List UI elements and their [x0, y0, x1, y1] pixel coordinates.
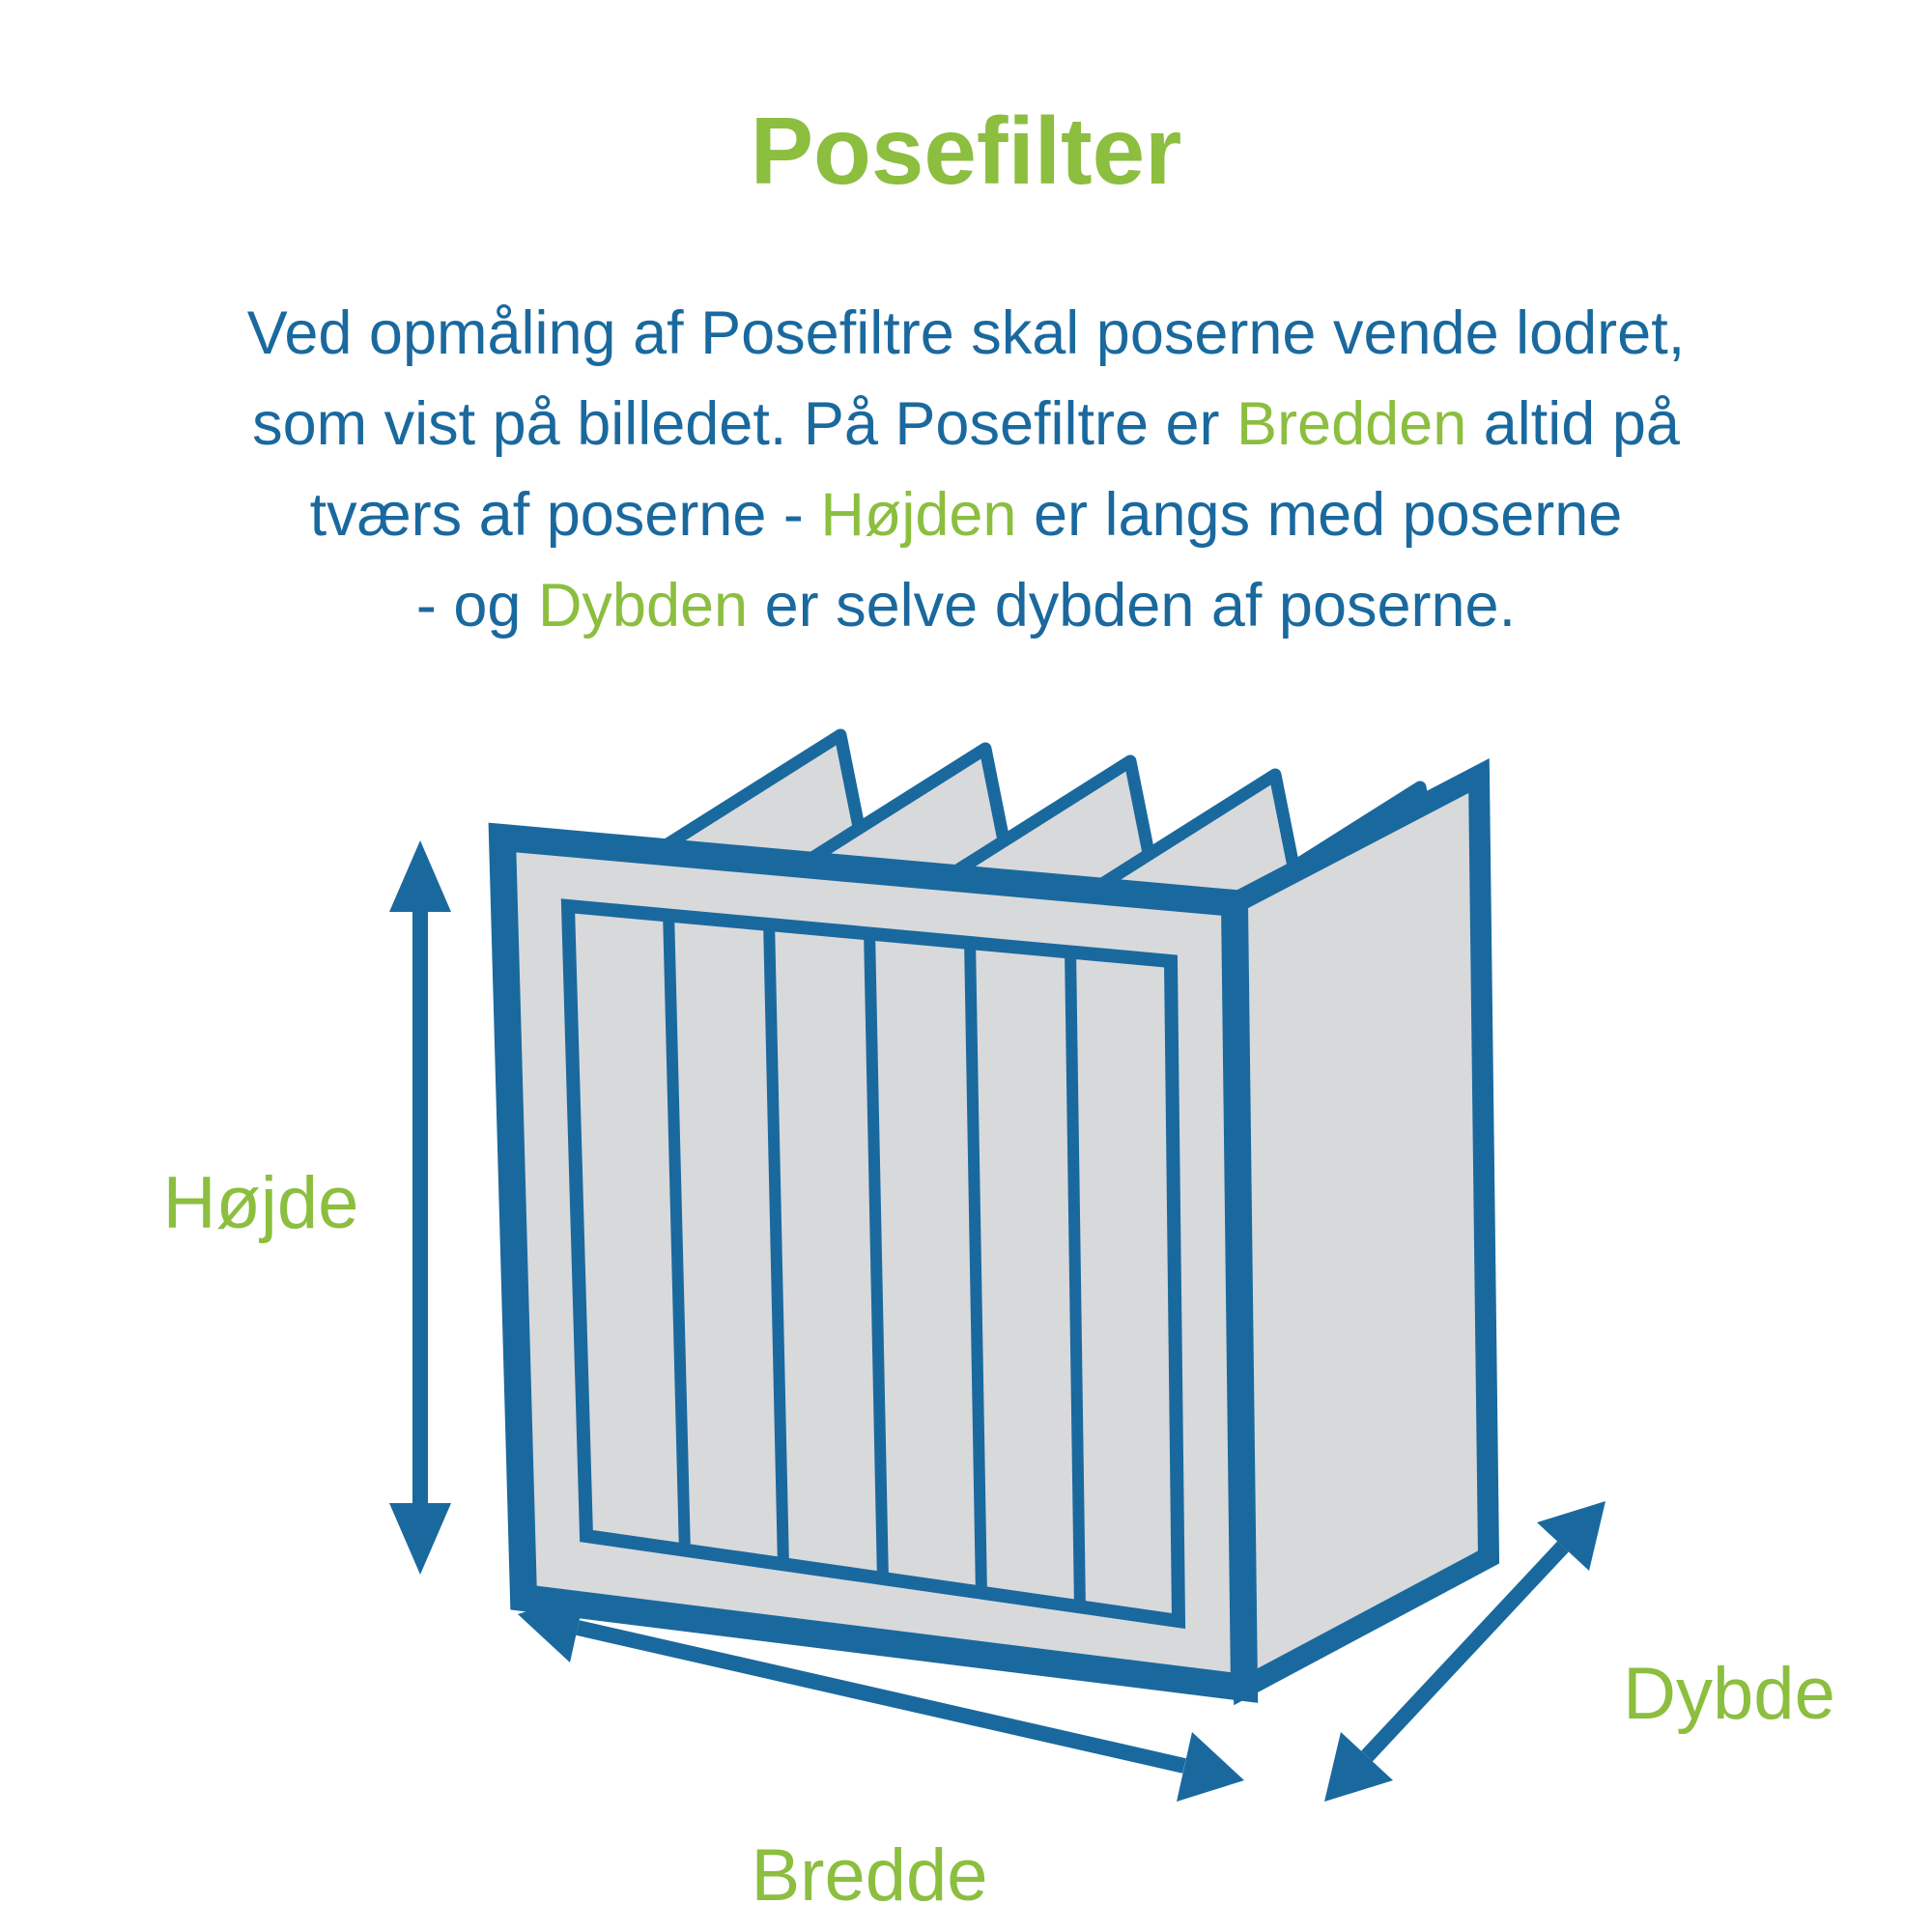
- keyword-bredden: Bredden: [1236, 390, 1467, 458]
- pocket-divider: [663, 910, 691, 1555]
- text-segment: tværs af poserne -: [309, 481, 821, 549]
- pocket-divider: [864, 929, 889, 1583]
- intro-line-1: Ved opmåling af Posefiltre skal poserne …: [39, 288, 1893, 379]
- text-segment: Ved opmåling af Posefiltre skal poserne …: [246, 299, 1686, 367]
- keyword-dybden: Dybden: [537, 572, 749, 639]
- text-segment: er langs med poserne: [1016, 481, 1623, 549]
- pocket-divider: [763, 920, 789, 1569]
- text-segment: altid på: [1466, 390, 1680, 458]
- depth-arrow: [1324, 1501, 1605, 1802]
- width-arrow: [518, 1593, 1244, 1802]
- pocket-divider: [964, 938, 987, 1598]
- height-label: Højde: [162, 1162, 359, 1244]
- intro-paragraph: Ved opmåling af Posefiltre skal poserne …: [39, 288, 1893, 651]
- pocket-divider: [1065, 948, 1086, 1612]
- filter-front-face: [488, 822, 1259, 1703]
- intro-line-4: - og Dybden er selve dybden af poserne.: [39, 560, 1893, 651]
- text-segment: som vist på billedet. På Posefiltre er: [252, 390, 1237, 458]
- intro-line-2: som vist på billedet. På Posefiltre er B…: [39, 379, 1893, 469]
- keyword-hojden: Højden: [820, 481, 1017, 549]
- text-segment: er selve dybden af poserne.: [748, 572, 1517, 639]
- depth-label: Dybde: [1623, 1653, 1835, 1735]
- intro-line-3: tværs af poserne - Højden er langs med p…: [39, 469, 1893, 560]
- pocket-dividers: [663, 910, 1086, 1612]
- height-arrow: [389, 840, 451, 1575]
- width-label: Bredde: [751, 1834, 988, 1917]
- filter-side-panel: [1223, 757, 1500, 1706]
- page-title: Posefilter: [750, 98, 1182, 204]
- text-segment: - og: [415, 572, 538, 639]
